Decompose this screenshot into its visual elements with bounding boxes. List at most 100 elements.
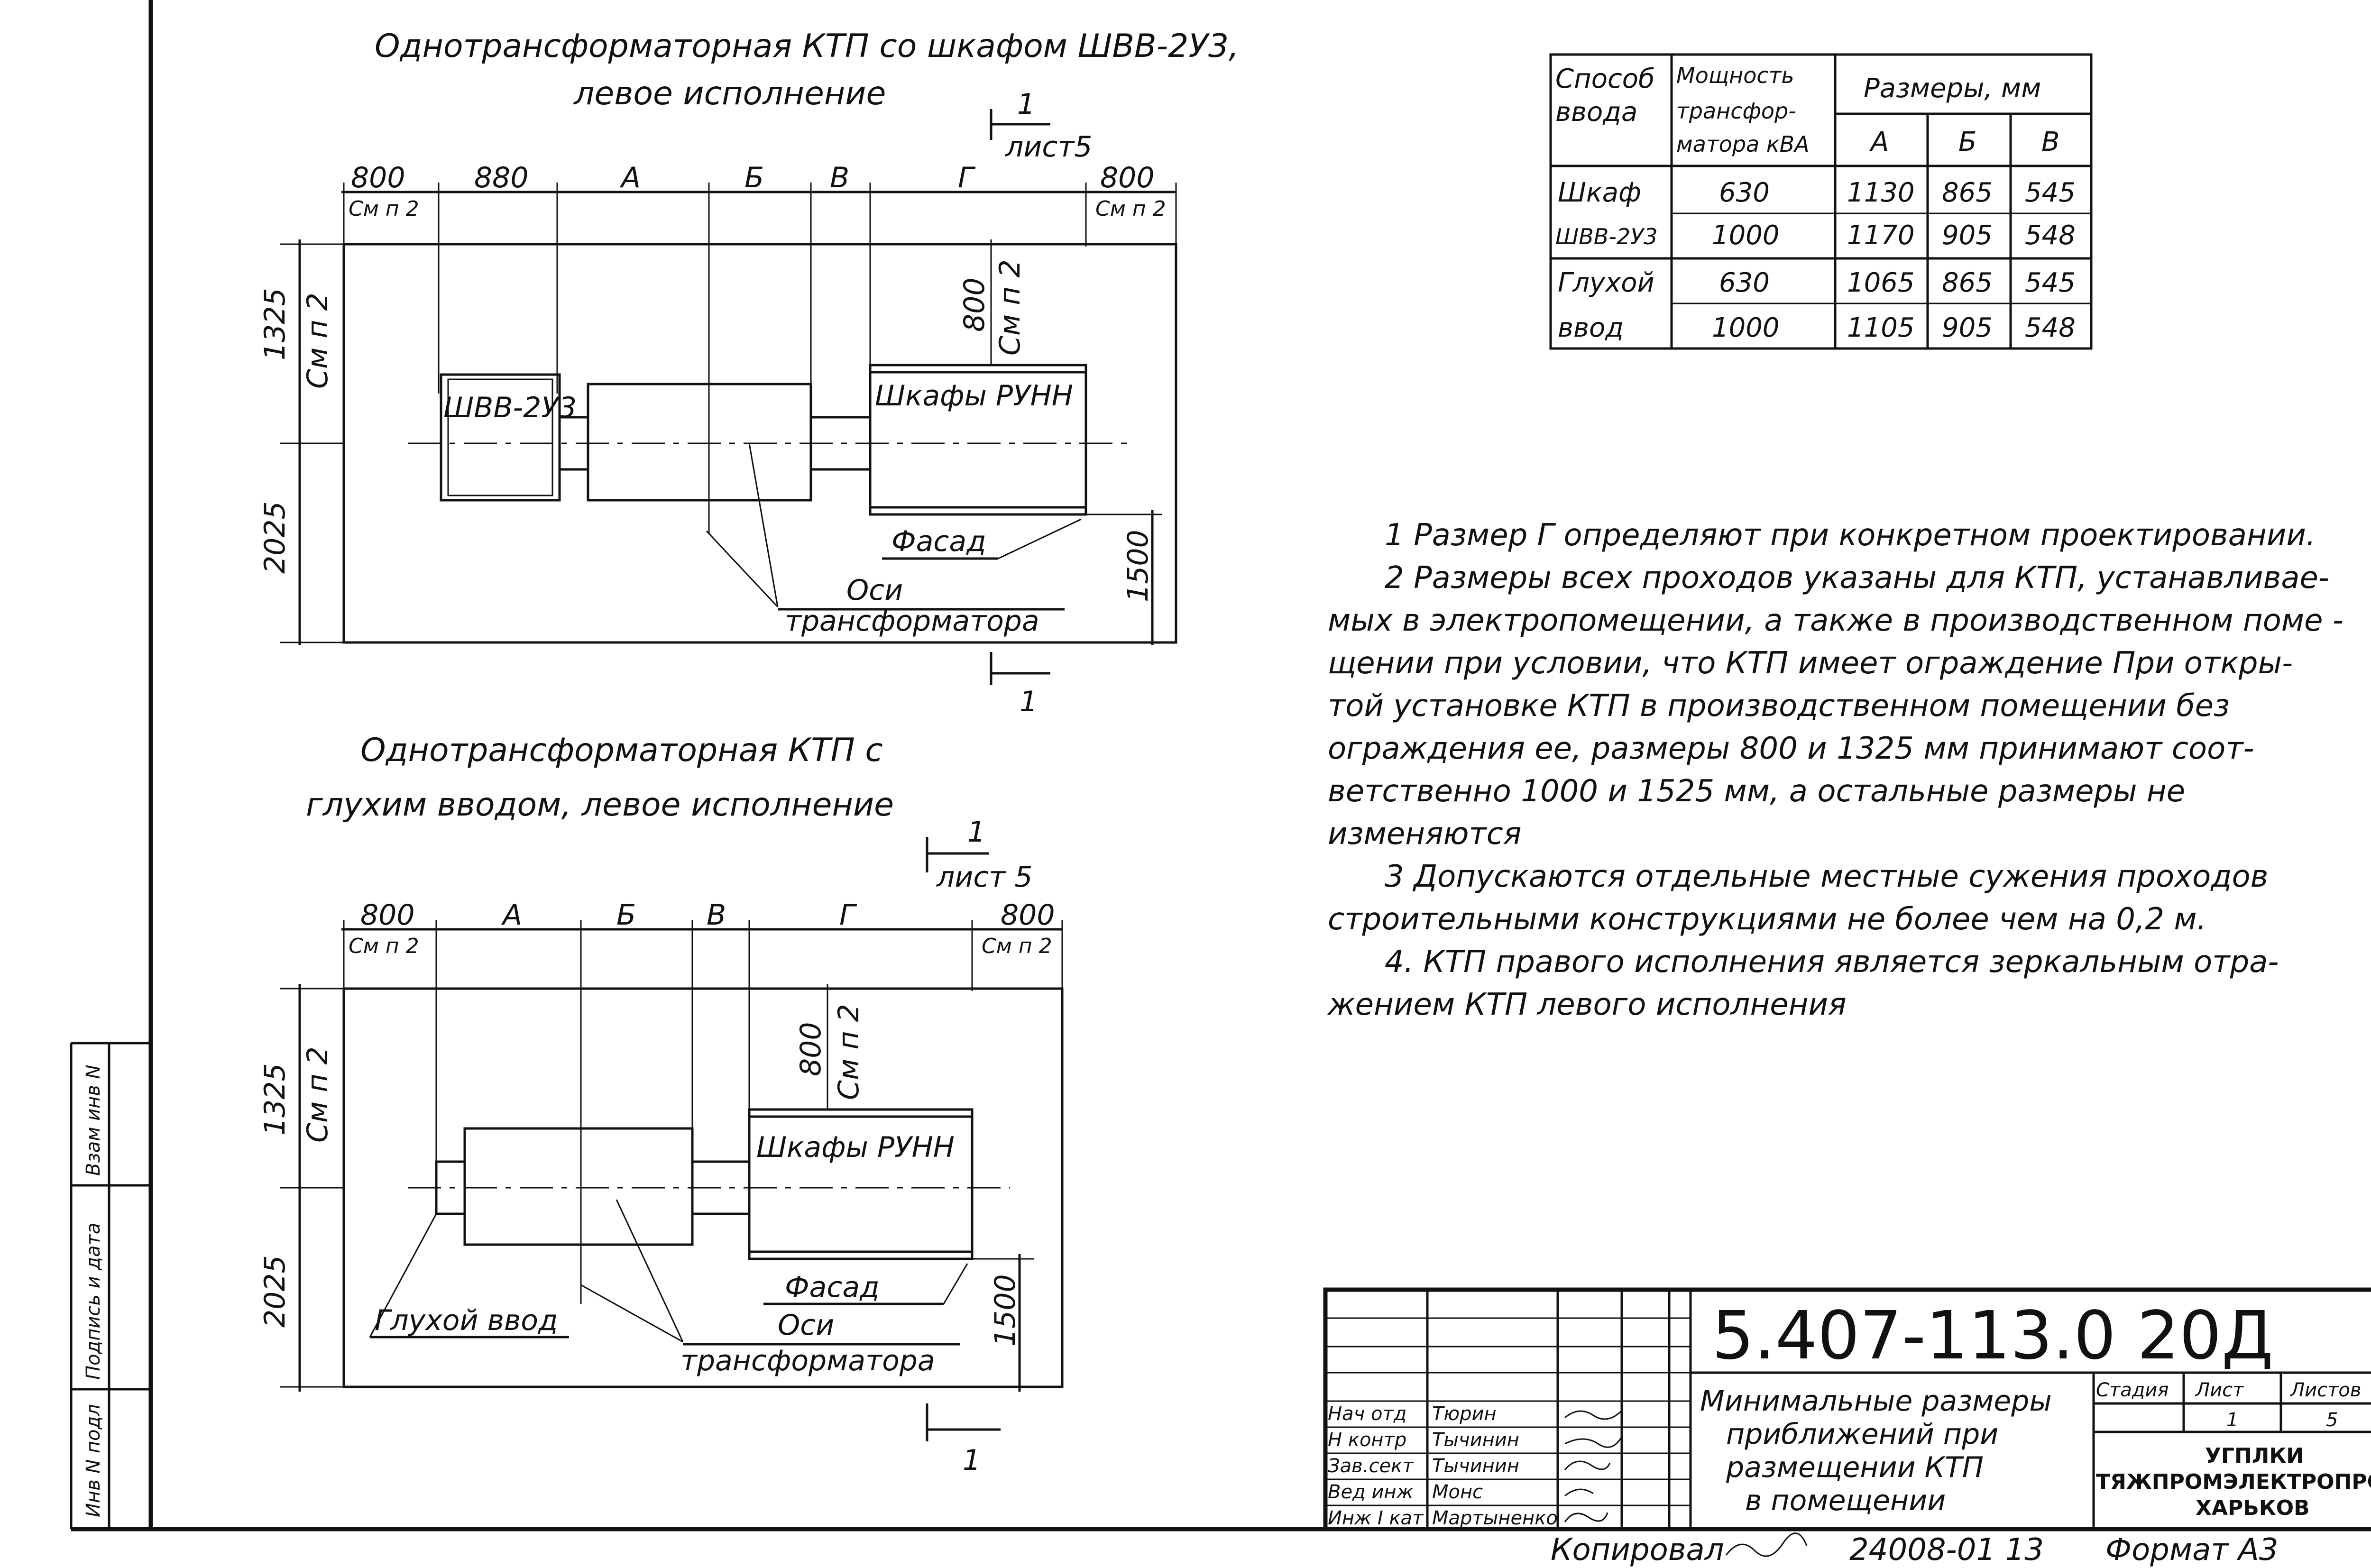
drawing-1-transformer-label: трансформатора xyxy=(785,605,1039,638)
stamp-sheet-value: 1 xyxy=(2226,1409,2238,1431)
drawing-2-section-number: 1 xyxy=(967,816,985,849)
drawing-1-right-dimension: 1500 xyxy=(1086,510,1162,645)
table-row-1-b: 865 xyxy=(1942,177,1993,208)
drawing-2-section-number-bottom: 1 xyxy=(963,1444,981,1477)
footer-format: Формат А3 xyxy=(2105,1532,2279,1568)
drawing-1-transformer xyxy=(558,383,872,502)
stamp-name-line-4: в помещении xyxy=(1745,1484,1946,1517)
drawing-1-dim-880: 880 xyxy=(474,161,529,194)
drawing-1-runn-cabinets: Шкафы РУНН xyxy=(869,364,1087,516)
footer-copied-signature xyxy=(1725,1532,1808,1557)
drawing-2-dim-800-left: 800 xyxy=(360,899,415,932)
drawing-1-section-number: 1 xyxy=(1017,88,1035,121)
drawing-1-ref-left: См п 2 xyxy=(349,197,419,221)
stamp-name-3: Тычинин xyxy=(1432,1455,1519,1477)
stamp-role-2: Н контр xyxy=(1328,1429,1406,1451)
drawing-1-dim-1325: 1325 xyxy=(258,288,292,360)
stamp-name-line-3: размещении КТП xyxy=(1726,1451,1984,1484)
drawing-1-ref-right: См п 2 xyxy=(1095,197,1166,221)
drawing-2-runn-cabinets: Шкафы РУНН xyxy=(748,1108,974,1260)
stamp-role-3: Зав.сект xyxy=(1328,1455,1414,1477)
note-line-4: щении при условии, что КТП имеет огражде… xyxy=(1328,646,2293,681)
table-row-3-method: Глухой xyxy=(1558,267,1654,298)
note-line-12: жением КТП левого исполнения xyxy=(1327,987,1847,1022)
stamp-name-4: Монс xyxy=(1432,1481,1483,1503)
drawing-2-leaders: Глухой ввод Фасад Оси трансформатора xyxy=(369,1199,968,1377)
footer: Копировал 24008-01 13 Формат А3 xyxy=(1551,1532,2279,1568)
table-row-3-b: 865 xyxy=(1942,267,1993,298)
stamp-name-line-2: приближений при xyxy=(1726,1418,1998,1451)
footer-copied: Копировал xyxy=(1551,1532,1724,1568)
table-row-4-a: 1105 xyxy=(1847,312,1915,343)
drawing-2-left-dimensions: 1325 См п 2 2025 xyxy=(258,984,344,1392)
table-row-3-a: 1065 xyxy=(1847,267,1915,298)
note-line-9: 3 Допускаются отдельные местные сужения … xyxy=(1385,859,2268,894)
table-row-1-a: 1130 xyxy=(1847,177,1915,208)
table-header-b: Б xyxy=(1958,127,1976,157)
stamp-signatures xyxy=(1564,1410,1623,1522)
drawing-2-transformer xyxy=(435,1127,751,1246)
drawing-2-transformer-label: трансформатора xyxy=(680,1344,935,1377)
table-row-3-power: 630 xyxy=(1719,267,1770,298)
drawing-1-dim-800-left: 800 xyxy=(351,161,405,194)
drawing-1-dim-1500: 1500 xyxy=(1121,530,1155,602)
table-row-4-b: 905 xyxy=(1942,312,1993,343)
side-stamp-inv: Инв N подл xyxy=(83,1404,104,1517)
footer-order: 24008-01 13 xyxy=(1849,1532,2044,1568)
drawing-1-dim-v: В xyxy=(830,161,849,194)
notes: 1 Размер Г определяют при конкретном про… xyxy=(1327,518,2343,1022)
stamp-name-line-1: Минимальные размеры xyxy=(1700,1385,2052,1418)
drawing-1-dim-a: А xyxy=(619,161,641,194)
drawing-1-left-dimensions: 1325 См п 2 2025 xyxy=(258,239,344,645)
drawing-2-dim-a: А xyxy=(501,899,522,932)
stamp-role-5: Инж I кат xyxy=(1328,1507,1424,1529)
drawing-2: Однотрансформаторная КТП с глухим вводом… xyxy=(258,732,1064,1477)
drawing-1-dim-2025: 2025 xyxy=(258,501,292,574)
drawing-1-section-number-bottom: 1 xyxy=(1020,685,1038,718)
note-line-5: той установке КТП в производственном пом… xyxy=(1328,688,2230,724)
drawing-1-section-sheet: лист5 xyxy=(1005,130,1092,164)
drawing-2-section-sheet: лист 5 xyxy=(936,861,1033,894)
drawing-2-section-mark-bottom: 1 xyxy=(926,1403,1001,1477)
drawing-1-inner-800: 800 xyxy=(958,277,991,332)
table-row-2-a: 1170 xyxy=(1847,220,1915,251)
drawing-1-axes-label: Оси xyxy=(846,574,903,607)
stamp-org-line-2: ТЯЖПРОМЭЛЕКТРОПРОЕКТ xyxy=(2096,1470,2371,1494)
table-header-v: В xyxy=(2041,127,2059,157)
drawing-1-inner-ref: См п 2 xyxy=(993,259,1027,356)
note-line-11: 4. КТП правого исполнения является зерка… xyxy=(1385,944,2279,980)
drawing-1-runn-label: Шкафы РУНН xyxy=(875,379,1073,413)
note-line-7: ветственно 1000 и 1525 мм, а остальные р… xyxy=(1328,774,2185,809)
table-row-3-v: 545 xyxy=(2025,267,2076,298)
drawing-2-axes-label: Оси xyxy=(778,1309,834,1342)
table-header-power-3: матора кВА xyxy=(1676,131,1810,157)
drawing-2-dim-1325: 1325 xyxy=(258,1063,292,1136)
drawing-2-dim-v: В xyxy=(707,899,726,932)
sizes-table: Способ ввода Мощность трансфор- матора к… xyxy=(1549,53,2093,350)
drawing-2-section-mark-top: 1 лист 5 xyxy=(926,816,1033,894)
drawing-2-runn-label: Шкафы РУНН xyxy=(756,1131,955,1164)
drawing-1-cabinet-label: ШВВ-2У3 xyxy=(443,391,577,424)
drawing-1-cabinet-shvv: ШВВ-2У3 xyxy=(440,373,577,502)
side-stamp: Инв N подл Подпись и дата Взам инв N xyxy=(83,1065,104,1517)
stamp-name-2: Тычинин xyxy=(1432,1429,1519,1451)
table-row-1-method: Шкаф xyxy=(1558,177,1641,208)
drawing-2-dim-g: Г xyxy=(839,899,857,932)
drawing-1-dim-b: Б xyxy=(744,161,764,194)
drawing-1-section-mark-bottom: 1 xyxy=(990,652,1050,718)
drawing-2-inner-dimension: 800 См п 2 xyxy=(794,984,865,1110)
stamp-org-line-3: ХАРЬКОВ xyxy=(2196,1496,2310,1520)
stamp-sheets-value: 5 xyxy=(2326,1409,2338,1431)
drawing-2-dim-ref-left: См п 2 xyxy=(301,1046,334,1143)
drawing-2-right-dimension: 1500 xyxy=(972,1254,1034,1392)
table-row-2-method: ШВВ-2У3 xyxy=(1555,224,1657,249)
stamp-sheet-label: Лист xyxy=(2195,1379,2244,1401)
drawing-1-title-line1: Однотрансформаторная КТП со шкафом ШВВ-2… xyxy=(375,28,1239,65)
table-header-sizes: Размеры, мм xyxy=(1864,73,2041,104)
drawing-2-dim-b: Б xyxy=(616,899,636,932)
note-line-10: строительными конструкциями не более чем… xyxy=(1328,902,2206,937)
stamp-role-1: Нач отд xyxy=(1328,1403,1406,1425)
stamp-stage-label: Стадия xyxy=(2096,1379,2169,1401)
drawing-2-top-dimensions: 800 А Б В Г 800 См п 2 См п 2 xyxy=(341,899,1063,1304)
drawing-2-ref-right: См п 2 xyxy=(982,934,1052,958)
